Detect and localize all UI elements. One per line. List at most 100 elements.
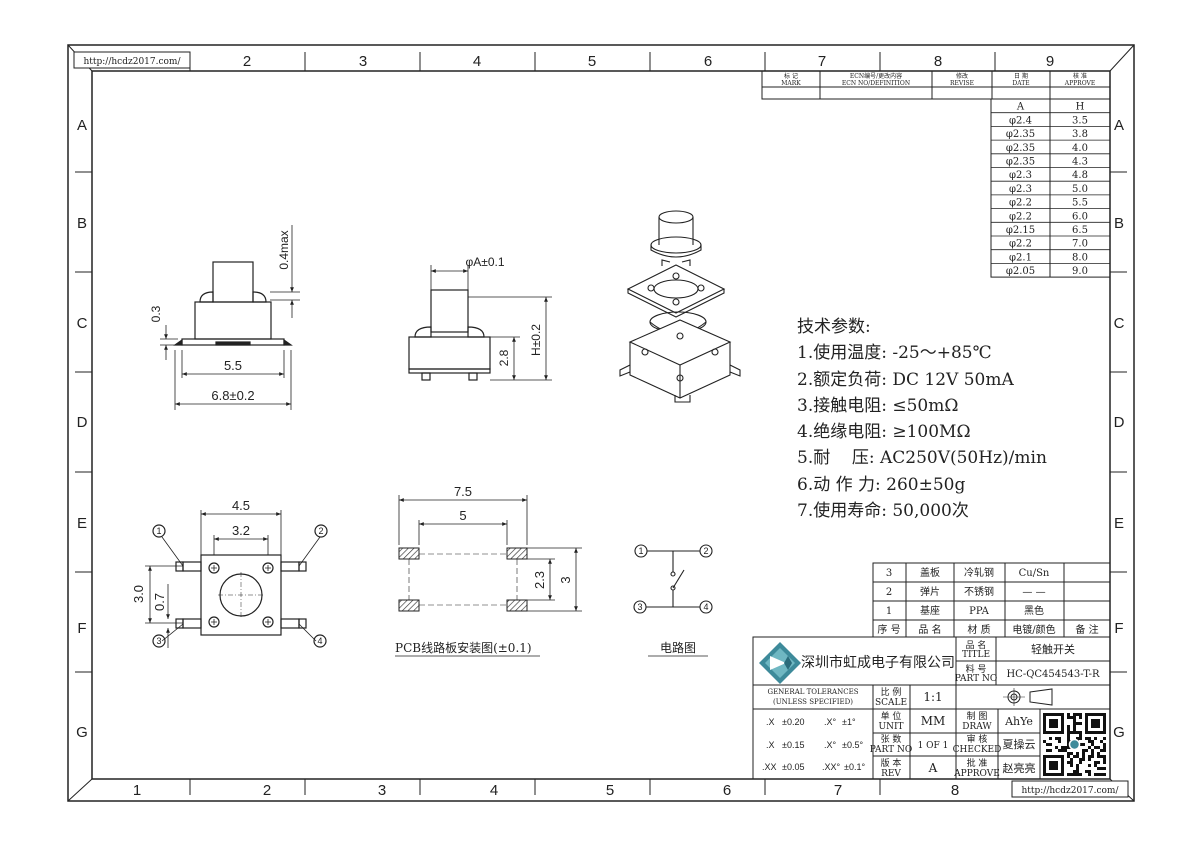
row-label: G	[1113, 724, 1125, 741]
dim-label: 2.3	[532, 571, 547, 589]
qr-code-icon	[1042, 712, 1107, 777]
dim-table-cell: 4.3	[1072, 157, 1088, 168]
dim-table-cell: φ2.2	[1009, 198, 1032, 209]
dim-label: 0.3	[149, 305, 163, 322]
url-label-bottom[interactable]: http://hcdz2017.com/	[1021, 786, 1119, 796]
pcb-layout	[398, 495, 582, 612]
dim-table-cell: φ2.3	[1009, 184, 1032, 195]
dim-table-cell: 4.8	[1072, 170, 1088, 181]
bom-cell: 3	[886, 568, 892, 579]
front-view	[160, 225, 300, 410]
pin-label: 1	[638, 546, 643, 556]
side-view	[408, 265, 552, 381]
dim-table-cell: 3.8	[1072, 129, 1088, 140]
top-view	[145, 510, 328, 648]
bom-header: 序 号	[877, 623, 900, 636]
row-label: D	[77, 414, 88, 431]
pin-label: 4	[317, 636, 322, 646]
tol-val: ±0.15	[782, 740, 804, 750]
dim-label: 5.5	[224, 358, 242, 373]
tol-val: ±0.1°	[844, 762, 865, 772]
row-label: D	[1114, 414, 1125, 431]
dim-label: H±0.2	[529, 324, 543, 356]
unit-value: MM	[921, 714, 946, 728]
pin-label: 1	[156, 526, 161, 536]
check-label-en: CHECKED	[953, 745, 1002, 755]
row-label: G	[76, 724, 88, 741]
bom-cell: — —	[1022, 587, 1045, 598]
col-label: 7	[834, 782, 842, 799]
spec-line: 3.接触电阻: ≤50mΩ	[797, 396, 958, 416]
dim-table-cell: φ2.4	[1009, 115, 1032, 126]
circuit-diagram	[633, 544, 713, 614]
tol-key: .XX	[762, 762, 777, 772]
unit-label-cn: 单 位	[881, 710, 902, 722]
dim-table-cell: φ2.35	[1006, 143, 1035, 154]
rev-header-cn: 日 期	[1014, 72, 1028, 80]
dim-table-cell: φ2.2	[1009, 239, 1032, 250]
pin-label: 4	[703, 602, 708, 612]
dim-label: 7.5	[454, 484, 472, 499]
col-label: 9	[1046, 53, 1054, 70]
draw-label-en: DRAW	[962, 722, 992, 732]
dim-table-cell: φ2.2	[1009, 211, 1032, 222]
col-label: 7	[818, 53, 826, 70]
projection-symbol-icon	[1003, 688, 1053, 706]
col-label: 2	[263, 782, 271, 799]
specs-title: 技术参数:	[797, 317, 871, 337]
partno-value: HC-QC454543-T-R	[1006, 669, 1100, 680]
dim-table-cell: 9.0	[1072, 266, 1088, 277]
pcb-caption: PCB线路板安装图(±0.1)	[395, 640, 532, 655]
row-label: C	[1114, 315, 1125, 332]
sheet-value: 1 OF 1	[918, 741, 949, 751]
col-label: 5	[606, 782, 614, 799]
scale-value: 1:1	[923, 690, 942, 704]
revision-block: 标 记 MARK ECN编号/更改内容 ECN NO/DEFINITION 修改…	[761, 70, 1111, 100]
dim-table-cell: 6.5	[1072, 225, 1088, 236]
rev-header-en: REVISE	[950, 80, 974, 87]
row-label: F	[1114, 620, 1123, 637]
row-label: B	[77, 215, 87, 232]
rev-header-en: APPROVE	[1064, 80, 1095, 87]
dim-table-cell: φ2.15	[1006, 225, 1035, 236]
spec-line: 7.使用寿命: 50,000次	[797, 500, 969, 521]
bom-cell: 冷轧钢	[964, 566, 994, 579]
rev-header-cn: 核 准	[1073, 72, 1087, 80]
bom-header: 品 名	[918, 623, 941, 636]
pin-label: 2	[318, 526, 323, 536]
approve-value: 赵亮亮	[1003, 761, 1036, 775]
dim-table-cell: 8.0	[1072, 252, 1088, 263]
col-label: 6	[704, 53, 712, 70]
check-value: 夏操云	[1003, 737, 1036, 751]
col-label: 8	[934, 53, 942, 70]
scale-label-cn: 比 例	[881, 686, 902, 698]
tolerance-title: GENERAL TOLERANCES	[767, 688, 858, 696]
circuit-caption: 电路图	[660, 640, 696, 655]
tolerance-subtitle: (UNLESS SPECIFIED)	[773, 698, 853, 706]
unit-label-en: UNIT	[878, 722, 903, 732]
bom-cell: 2	[886, 587, 892, 598]
check-label-cn: 审 核	[967, 733, 988, 745]
col-label: 1	[133, 782, 141, 799]
partno-label-cn: 料 号	[966, 663, 987, 675]
approve-label-cn: 批 准	[967, 757, 988, 769]
spec-line: 1.使用温度: -25～+85℃	[797, 342, 992, 363]
bom-cell: 基座	[920, 604, 940, 617]
rev-header-en: MARK	[781, 80, 801, 87]
col-label: 4	[473, 53, 481, 70]
url-label-top[interactable]: http://hcdz2017.com/	[83, 57, 181, 67]
dim-label: 3.0	[131, 585, 146, 603]
bom-header: 电镀/颜色	[1012, 623, 1055, 636]
draw-value: AhYe	[1004, 715, 1033, 728]
dim-table-cell: 7.0	[1072, 239, 1088, 250]
dim-table-cell: φ2.3	[1009, 170, 1032, 181]
pin-label: 3	[156, 636, 161, 646]
bom-table	[872, 562, 1111, 638]
rev-header-cn: ECN编号/更改内容	[850, 72, 902, 80]
bom-header: 备 注	[1075, 623, 1098, 636]
partno-label-en: PART NO	[955, 674, 997, 684]
row-label: F	[77, 620, 86, 637]
tol-val: ±1°	[842, 717, 856, 727]
dim-table-header: A	[1016, 102, 1025, 113]
